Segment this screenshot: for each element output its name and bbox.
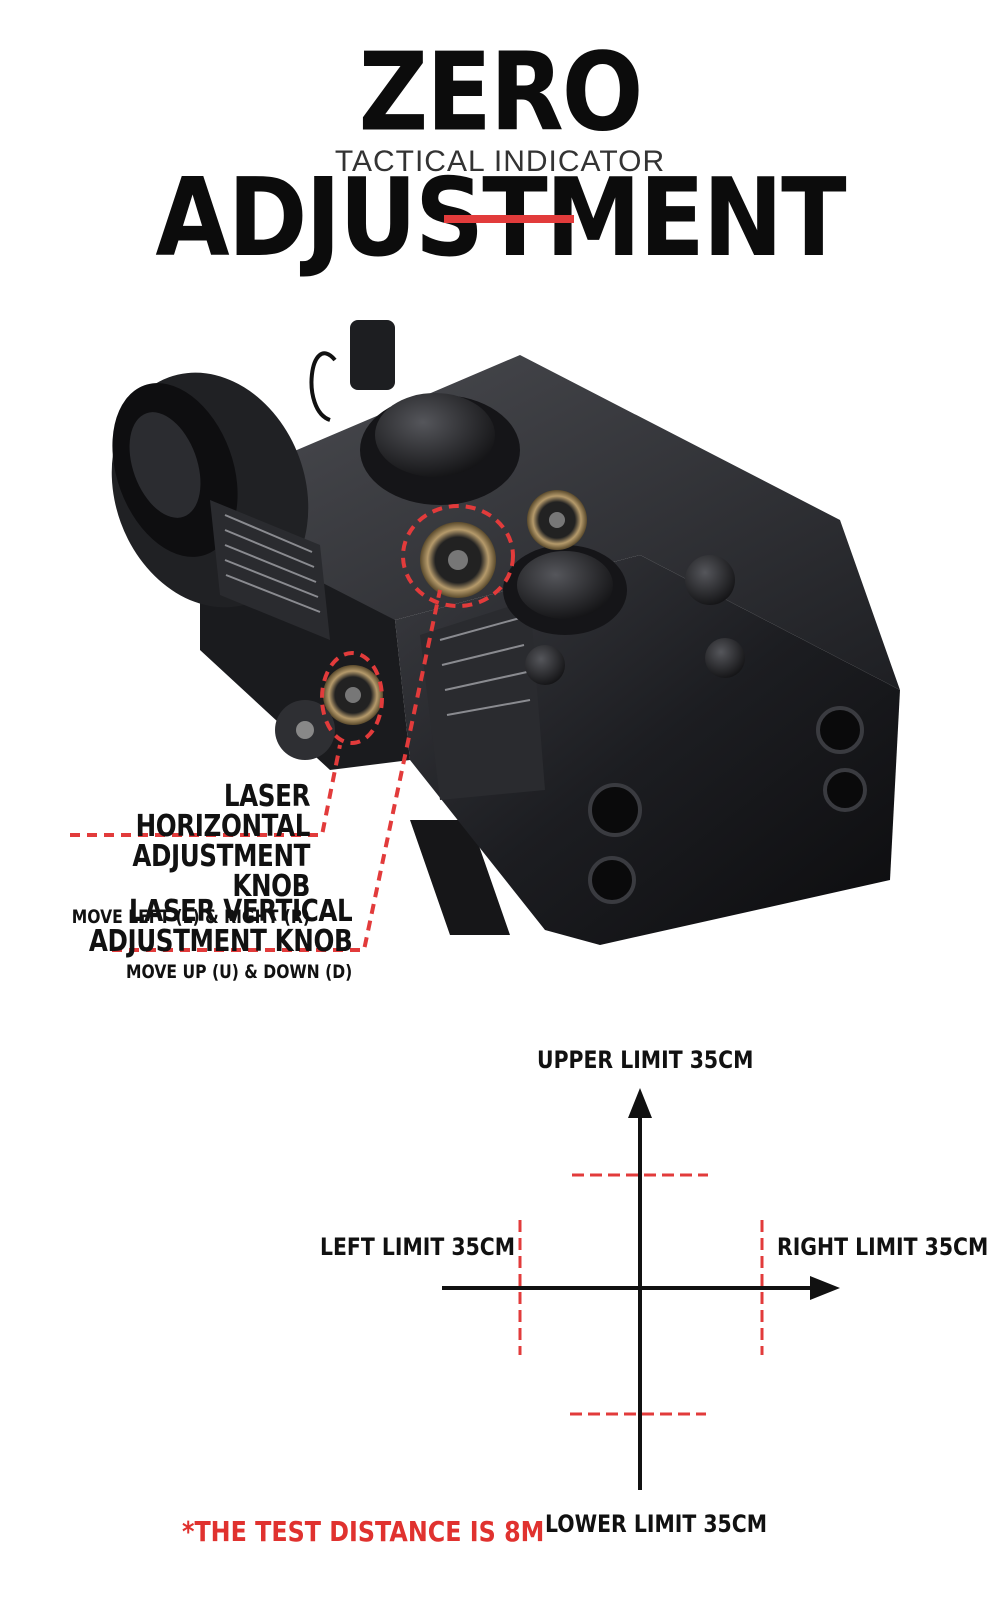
right-arrow-icon: [810, 1276, 840, 1300]
rail-mount: [410, 820, 510, 935]
horizontal-callout-line2: ADJUSTMENT KNOB: [132, 839, 310, 904]
horizontal-knob-callout: LASER HORIZONTAL ADJUSTMENT KNOB MOVE LE…: [56, 779, 311, 928]
emitter-aperture-4: [823, 768, 867, 812]
vertical-knob-highlight: [401, 504, 515, 608]
peg-1: [685, 555, 735, 605]
vertical-knob-callout: LASER VERTICAL ADJUSTMENT KNOB MOVE UP (…: [88, 894, 353, 983]
page-subtitle: TACTICAL INDICATOR: [334, 145, 666, 178]
laser-device-illustration: [70, 320, 900, 952]
danger-label: [420, 600, 545, 800]
side-knob-center: [296, 721, 314, 739]
lower-limit-label: LOWER LIMIT 35CM: [545, 1510, 768, 1538]
vertical-knob-center: [448, 550, 468, 570]
peg-3: [705, 638, 745, 678]
horizontal-knob-center: [345, 687, 361, 703]
emitter-aperture-1: [588, 783, 642, 837]
peg-2: [525, 645, 565, 685]
up-arrow-icon: [628, 1088, 652, 1118]
vertical-callout-line3: MOVE UP (U) & DOWN (D): [125, 961, 352, 983]
upper-limit-label: UPPER LIMIT 35CM: [537, 1046, 754, 1074]
horizontal-callout-leader: [70, 744, 342, 837]
left-limit-label: LEFT LIMIT 35CM: [320, 1233, 516, 1261]
right-limit-label: RIGHT LIMIT 35CM: [777, 1233, 989, 1261]
cable-connector: [350, 320, 395, 390]
lens-cap: [129, 412, 201, 518]
caution-label-lines: [224, 514, 321, 613]
top-push-button: [375, 393, 495, 477]
test-distance-note: *THE TEST DISTANCE IS 8M: [182, 1515, 545, 1548]
horizontal-callout-line1: LASER HORIZONTAL: [135, 779, 311, 844]
danger-label-lines: [439, 617, 531, 716]
vertical-callout-line2: ADJUSTMENT KNOB: [88, 924, 353, 959]
secondary-knob-center: [549, 512, 565, 528]
emitter-aperture-3: [816, 706, 864, 754]
emitter-aperture-2: [588, 856, 636, 904]
title-underline: [444, 215, 574, 223]
vertical-callout-line1: LASER VERTICAL: [128, 894, 353, 929]
horizontal-knob-highlight: [320, 651, 384, 745]
cable-loop: [309, 351, 337, 422]
fire-button: [517, 551, 613, 619]
horizontal-callout-line3: MOVE LEFT (L) & RIGHT (R): [71, 906, 310, 928]
vertical-callout-leader: [112, 589, 442, 952]
